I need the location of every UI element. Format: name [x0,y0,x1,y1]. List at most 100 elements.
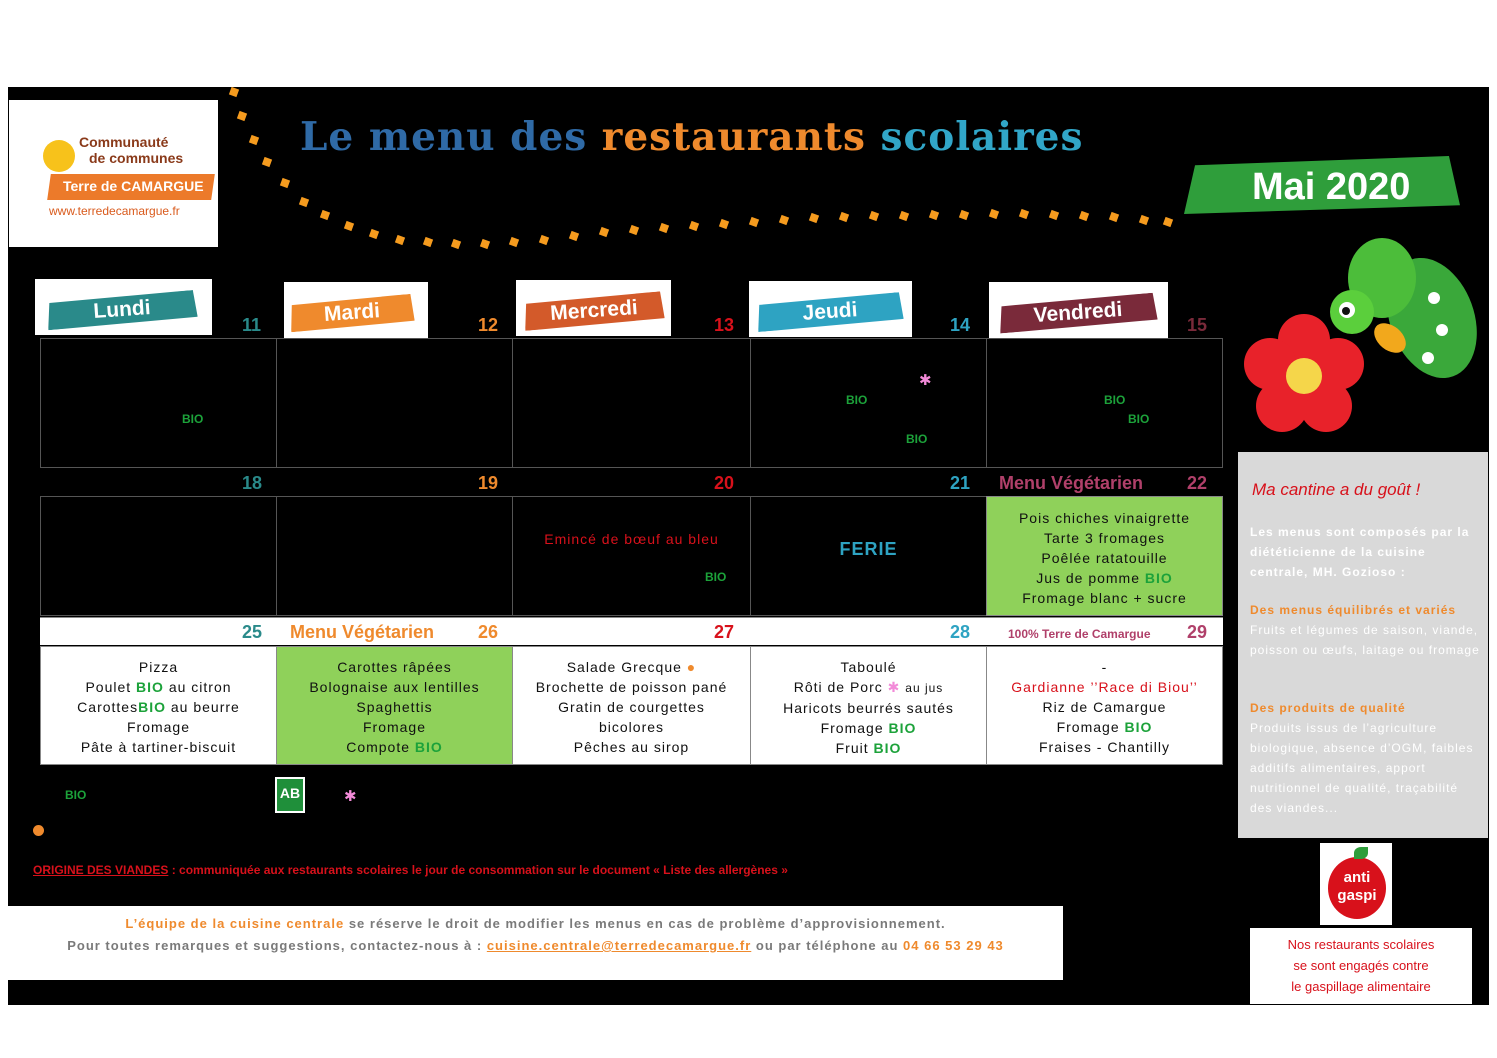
date-15: 15 [1187,315,1208,335]
menu-item: Fromage blanc + sucre [1022,590,1187,606]
email-link[interactable]: cuisine.centrale@terredecamargue.fr [486,938,752,953]
header-lundi: Lundi [35,279,212,335]
ab-logo-icon: AB [275,777,305,813]
bio-label: BIO [1128,412,1150,426]
cell-w1-fri [986,338,1223,468]
menu-item: Salade Grecque ● [566,659,697,675]
menu-item: bicolores [598,719,665,735]
month-banner [1184,156,1460,214]
cell-w3-fri: - Gardianne ’’Race di Biou’’ Riz de Cama… [986,646,1223,765]
ferie-label: FERIE [839,539,898,559]
veg-label: Menu Végétarien [290,622,435,642]
footer-line1: L’équipe de la cuisine centrale se réser… [125,916,946,931]
menu-item: Emincé de bœuf au bleu [544,531,719,547]
date-13: 13 [714,315,735,335]
panel-p2: Produits issus de l’agriculture biologiq… [1250,721,1474,815]
sun-icon [43,140,75,172]
footer-line2: Pour toutes remarques et suggestions, co… [67,938,1004,953]
menu-item: Fromage [362,719,427,735]
bio-label: BIO [182,412,204,426]
bio-label: BIO [65,788,87,802]
date-18: 18 [242,473,263,493]
date-14: 14 [950,315,971,335]
origine-line: ORIGINE DES VIANDES : communiquée aux re… [33,863,788,877]
logo: Communauté de communes Terre de CAMARGUE… [9,100,218,247]
cell-w3-thu: Taboulé Rôti de Porc ✱ au jus Haricots b… [750,646,987,765]
bio-label: BIO [846,393,868,407]
cell-w2-wed: Emincé de bœuf au bleu [512,496,751,616]
anti-gaspi-text: Nos restaurants scolaires se sont engagé… [1250,928,1472,1004]
menu-item: Fromage [126,719,191,735]
phone-number: 04 66 53 29 43 [903,938,1004,953]
logo-line1: Communauté [79,134,169,150]
menu-item: Fraises - Chantilly [1038,739,1171,755]
menu-item: Fromage BIO [820,720,917,736]
menu-item: - [1101,659,1108,675]
panel-h1: Des menus équilibrés et variés [1250,603,1457,617]
menu-item: Poulet BIO au citron [85,679,232,695]
menu-item: Fromage BIO [1056,719,1153,735]
menu-item: Gardianne ’’Race di Biou’’ [1011,679,1198,695]
menu-item: Pois chiches vinaigrette [1018,510,1191,526]
menu-item: CarottesBIO au beurre [77,699,240,715]
cell-w2-fri: Pois chiches vinaigrette Tarte 3 fromage… [986,496,1223,616]
bio-label: BIO [906,432,928,446]
cell-w1-wed [512,338,751,468]
butterfly-flower-icon [1244,238,1477,432]
day-label-jeudi: Jeudi [756,292,904,332]
menu-item: Taboulé [840,659,897,675]
leaf-icon [1354,847,1368,859]
menu-item: Jus de pomme BIO [1036,570,1173,586]
date-11: 11 [242,315,262,335]
menu-item: Carottes râpées [337,659,452,675]
asterisk-icon: ✱ [919,372,932,389]
date-29: 29 [1187,622,1208,642]
date-27: 27 [714,622,735,642]
title-part2: restaurants [601,114,866,160]
header-mardi: Mardi [284,282,428,338]
footer: L’équipe de la cuisine centrale se réser… [8,906,1063,980]
panel-p1: Fruits et légumes de saison, viande, poi… [1250,623,1480,657]
day-label-vendredi: Vendredi [998,293,1158,334]
cell-w2-mon [40,496,277,616]
menu-item: Spaghettis [356,699,433,715]
bio-label: BIO [1104,393,1126,407]
header-mercredi: Mercredi [516,280,671,336]
asterisk-icon: ✱ [344,788,357,805]
date-21: 21 [950,473,971,493]
header-vendredi: Vendredi [989,282,1168,338]
day-label-mercredi: Mercredi [523,291,665,331]
logo-line3: Terre de CAMARGUE [63,178,204,194]
menu-item: Gratin de courgettes [558,699,705,715]
page-title: Le menu des restaurants scolaires [300,114,1083,160]
cell-w3-tue: Carottes râpées Bolognaise aux lentilles… [276,646,513,765]
cell-w3-mon: Pizza Poulet BIO au citron CarottesBIO a… [40,646,277,765]
title-part3: scolaires [880,114,1084,160]
menu-item: Bolognaise aux lentilles [309,679,480,695]
day-label-lundi: Lundi [46,290,198,330]
menu-item: Poêlée ratatouille [1041,550,1168,566]
menu-item: Riz de Camargue [1042,699,1167,715]
dot-icon: ● [686,659,697,675]
menu-item: Rôti de Porc ✱ au jus [793,679,944,695]
menu-item: Fruit BIO [835,740,902,756]
cell-w2-tue [276,496,513,616]
dot-icon [33,825,44,836]
menu-item: Tarte 3 fromages [1043,530,1166,546]
asterisk-icon: ✱ [887,679,901,695]
menu-item: Pizza [138,659,179,675]
date-26: 26 [478,622,499,642]
panel-h2: Des produits de qualité [1250,701,1406,715]
menu-item: Compote BIO [346,739,443,755]
menu-item: Pêches au sirop [573,739,690,755]
date-20: 20 [714,473,735,493]
menu-item: Pâte à tartiner-biscuit [80,739,237,755]
info-panel: Ma cantine a du goût ! Les menus sont co… [1238,452,1488,838]
logo-line2: de communes [89,150,184,166]
menu-item: Brochette de poisson pané [535,679,728,695]
day-label-mardi: Mardi [289,294,415,333]
date-19: 19 [478,473,499,493]
cell-w2-thu: FERIE [750,496,987,616]
